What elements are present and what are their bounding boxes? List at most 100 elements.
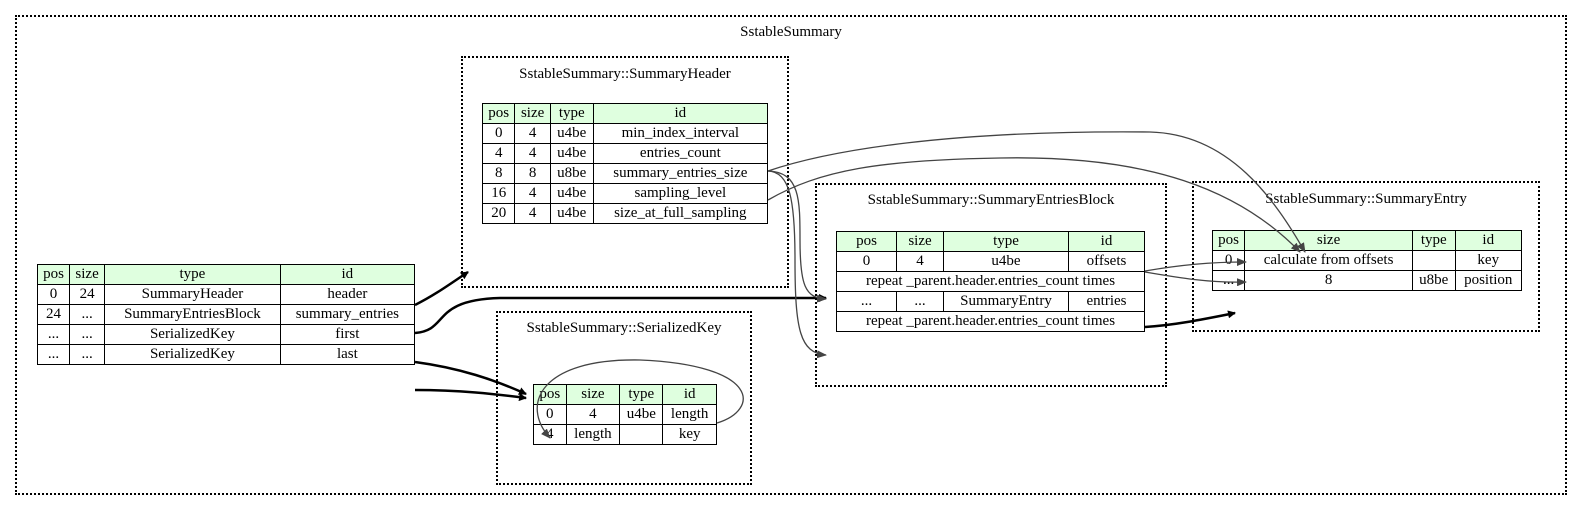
cell-id: header: [279, 284, 416, 305]
cluster-title: SstableSummary::SummaryEntriesBlock: [867, 192, 1115, 208]
table-header-row: pos size type id: [836, 231, 1145, 252]
cell-id: key: [1454, 250, 1523, 271]
cell-type: u8be: [1411, 270, 1456, 291]
cluster-title: SstableSummary::SummaryHeader: [519, 66, 731, 82]
cell-id: summary_entries_size: [592, 163, 769, 184]
column-header: id: [279, 264, 416, 285]
cell-type: SerializedKey: [104, 324, 281, 345]
cluster-sstable-summary: SstableSummary: [15, 15, 1567, 495]
cell-pos: ...: [36, 344, 71, 365]
cell-id: sampling_level: [592, 183, 769, 204]
column-header: pos: [36, 264, 71, 285]
repeat-annotation: repeat _parent.header.entries_count time…: [836, 311, 1145, 332]
cell-pos: 0: [836, 251, 897, 272]
column-header: size: [69, 264, 106, 285]
table-header-row: pos size type id: [481, 103, 769, 124]
table-header-row: pos size type id: [36, 264, 416, 285]
cell-size: 4: [896, 251, 944, 272]
cluster-summary-entry: SstableSummary::SummaryEntry: [1192, 181, 1540, 332]
cell-type: [619, 424, 664, 445]
cell-size: 4: [514, 203, 551, 224]
cluster-title: SstableSummary: [740, 24, 842, 40]
cell-pos: 4: [533, 424, 567, 445]
table-row: repeat _parent.header.entries_count time…: [836, 311, 1145, 332]
cell-pos: 20: [481, 203, 516, 224]
cell-size: ...: [69, 324, 106, 345]
cell-id: entries_count: [592, 143, 769, 164]
column-header: size: [896, 231, 944, 252]
cell-type: SummaryEntry: [943, 291, 1069, 312]
cell-size: 8: [1244, 270, 1413, 291]
summary-entry-table: pos size type id 0 calculate from offset…: [1211, 230, 1523, 291]
root-seq-table: pos size type id 0 24 SummaryHeader head…: [36, 264, 416, 365]
cell-size: ...: [896, 291, 944, 312]
cell-type: SerializedKey: [104, 344, 281, 365]
table-row: ... ... SerializedKey last: [36, 344, 416, 365]
cell-size: 4: [514, 123, 551, 144]
cell-size: 24: [69, 284, 106, 305]
table-row: ... ... SummaryEntry entries: [836, 291, 1145, 312]
cell-pos: ...: [836, 291, 897, 312]
column-header: id: [592, 103, 769, 124]
cell-type: SummaryHeader: [104, 284, 281, 305]
cell-size: 8: [514, 163, 551, 184]
column-header: id: [662, 384, 717, 405]
cell-size: 4: [514, 183, 551, 204]
cell-size: 4: [565, 404, 621, 425]
column-header: size: [514, 103, 551, 124]
cell-id: key: [662, 424, 717, 445]
column-header: type: [1411, 230, 1456, 251]
column-header: pos: [481, 103, 516, 124]
table-row: 0 4 u4be offsets: [836, 251, 1145, 272]
cluster-title: SstableSummary::SerializedKey: [526, 320, 722, 336]
table-header-row: pos size type id: [533, 384, 717, 405]
table-row: 4 length key: [533, 424, 717, 445]
cell-type: u8be: [549, 163, 594, 184]
column-header: size: [1244, 230, 1413, 251]
table-row: ... 8 u8be position: [1211, 270, 1523, 291]
cell-type: u4be: [549, 203, 594, 224]
column-header: pos: [836, 231, 897, 252]
table-row: ... ... SerializedKey first: [36, 324, 416, 345]
cell-size: length: [565, 424, 621, 445]
cell-id: entries: [1068, 291, 1145, 312]
cell-id: first: [279, 324, 416, 345]
cell-id: offsets: [1068, 251, 1145, 272]
table-row: repeat _parent.header.entries_count time…: [836, 271, 1145, 292]
cell-id: position: [1454, 270, 1523, 291]
serialized-key-table: pos size type id 0 4 u4be length 4 lengt…: [533, 384, 717, 445]
cell-type: u4be: [549, 143, 594, 164]
table-row: 0 4 u4be length: [533, 404, 717, 425]
cell-pos: ...: [36, 324, 71, 345]
table-row: 0 4 u4be min_index_interval: [481, 123, 769, 144]
cell-pos: 16: [481, 183, 516, 204]
cell-id: min_index_interval: [592, 123, 769, 144]
cell-id: last: [279, 344, 416, 365]
cell-pos: 24: [36, 304, 71, 325]
cell-size: calculate from offsets: [1244, 250, 1413, 271]
summary-header-table: pos size type id 0 4 u4be min_index_inte…: [481, 103, 769, 224]
cell-pos: 8: [481, 163, 516, 184]
cell-size: ...: [69, 344, 106, 365]
column-header: id: [1068, 231, 1145, 252]
table-row: 24 ... SummaryEntriesBlock summary_entri…: [36, 304, 416, 325]
column-header: type: [104, 264, 281, 285]
column-header: type: [549, 103, 594, 124]
cell-id: length: [662, 404, 717, 425]
cell-size: 4: [514, 143, 551, 164]
cell-type: u4be: [549, 123, 594, 144]
cluster-title: SstableSummary::SummaryEntry: [1265, 191, 1467, 207]
cell-size: ...: [69, 304, 106, 325]
column-header: pos: [533, 384, 567, 405]
cell-pos: ...: [1211, 270, 1246, 291]
column-header: type: [619, 384, 664, 405]
summary-entries-block-table: pos size type id 0 4 u4be offsets repeat…: [836, 231, 1145, 332]
cell-type: u4be: [619, 404, 664, 425]
column-header: type: [943, 231, 1069, 252]
table-row: 8 8 u8be summary_entries_size: [481, 163, 769, 184]
table-row: 0 calculate from offsets key: [1211, 250, 1523, 271]
column-header: id: [1454, 230, 1523, 251]
table-row: 0 24 SummaryHeader header: [36, 284, 416, 305]
cell-pos: 0: [1211, 250, 1246, 271]
cell-type: SummaryEntriesBlock: [104, 304, 281, 325]
